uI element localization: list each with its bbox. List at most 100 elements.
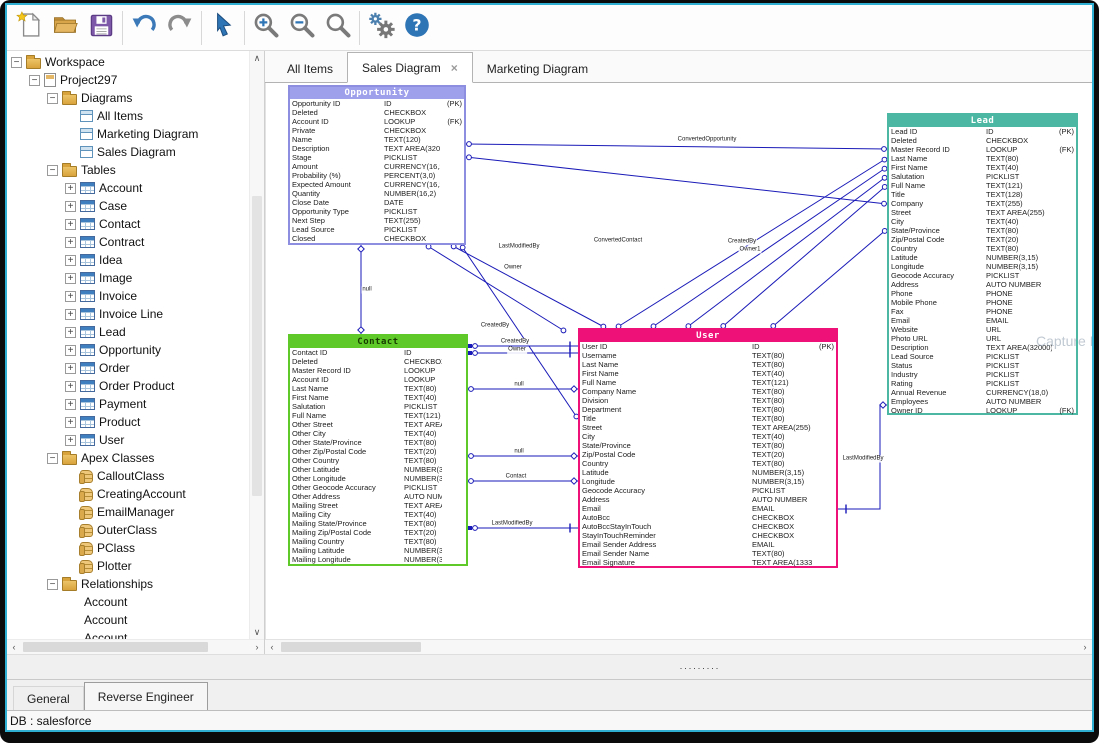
scroll-down-icon[interactable]: ∨	[253, 626, 261, 637]
collapse-icon[interactable]: −	[29, 74, 40, 86]
relationship-line[interactable]	[685, 175, 888, 329]
tab-all-items[interactable]: All Items	[273, 56, 347, 82]
entity-header[interactable]: Opportunity	[290, 87, 464, 99]
tab-sales-diagram[interactable]: Sales Diagram×	[347, 52, 473, 83]
tab-marketing-diagram[interactable]: Marketing Diagram	[473, 56, 602, 82]
relationship-label[interactable]: Owner1	[738, 246, 762, 254]
scroll-right-icon[interactable]: ›	[255, 642, 259, 652]
tree-item-project297[interactable]: −Project297	[7, 71, 249, 89]
relationship-label[interactable]: LastModifiedBy	[490, 520, 534, 528]
relationship-line[interactable]	[650, 166, 888, 329]
tree-item-outerclass[interactable]: OuterClass	[7, 521, 249, 539]
tree-item-marketing-diagram[interactable]: Marketing Diagram	[7, 125, 249, 143]
relationship-label[interactable]: null	[513, 448, 525, 456]
sidebar-horizontal-scrollbar[interactable]: ‹ ›	[7, 639, 264, 654]
relationship-line[interactable]	[465, 143, 888, 150]
sidebar-vertical-scrollbar[interactable]: ∧ ∨	[249, 51, 264, 639]
entity-header[interactable]: Lead	[889, 115, 1076, 127]
relationship-label[interactable]: Owner	[507, 346, 527, 354]
relationship-label[interactable]: null	[361, 286, 373, 294]
expand-icon[interactable]: +	[65, 200, 76, 212]
tree-item-apex-classes[interactable]: −Apex Classes	[7, 449, 249, 467]
select-cursor-button[interactable]	[205, 8, 241, 48]
canvas-horizontal-scrollbar[interactable]: ‹ ›	[265, 639, 1092, 654]
scroll-right-icon[interactable]: ›	[1083, 642, 1087, 652]
tree-item-account[interactable]: Account	[7, 611, 249, 629]
expand-icon[interactable]: +	[65, 398, 76, 410]
entity-header[interactable]: Contact	[290, 336, 466, 348]
save-button[interactable]	[83, 8, 119, 48]
tree-item-account[interactable]: Account	[7, 593, 249, 611]
tree-item-sales-diagram[interactable]: Sales Diagram	[7, 143, 249, 161]
relationship-label[interactable]: Contact	[504, 473, 528, 481]
tree-item-diagrams[interactable]: −Diagrams	[7, 89, 249, 107]
new-document-button[interactable]	[11, 8, 47, 48]
relationship-label[interactable]: CreatedBy	[726, 238, 758, 246]
expand-icon[interactable]: +	[65, 344, 76, 356]
relationship-line[interactable]	[770, 228, 888, 329]
splitter-grip[interactable]: .........	[679, 661, 721, 671]
collapse-icon[interactable]: −	[47, 92, 58, 104]
expand-icon[interactable]: +	[65, 218, 76, 230]
scrollbar-thumb[interactable]	[281, 642, 421, 652]
expand-icon[interactable]: +	[65, 182, 76, 194]
collapse-icon[interactable]: −	[11, 56, 22, 68]
bottom-tab-reverse-engineer[interactable]: Reverse Engineer	[83, 682, 208, 710]
tree-item-contract[interactable]: +Contract	[7, 233, 249, 251]
open-folder-button[interactable]	[47, 8, 83, 48]
expand-icon[interactable]: +	[65, 380, 76, 392]
expand-icon[interactable]: +	[65, 362, 76, 374]
expand-icon[interactable]: +	[65, 326, 76, 338]
horizontal-splitter[interactable]: .........	[7, 654, 1092, 679]
tree-item-tables[interactable]: −Tables	[7, 161, 249, 179]
help-button[interactable]: ?	[399, 8, 435, 48]
scroll-left-icon[interactable]: ‹	[270, 642, 274, 652]
